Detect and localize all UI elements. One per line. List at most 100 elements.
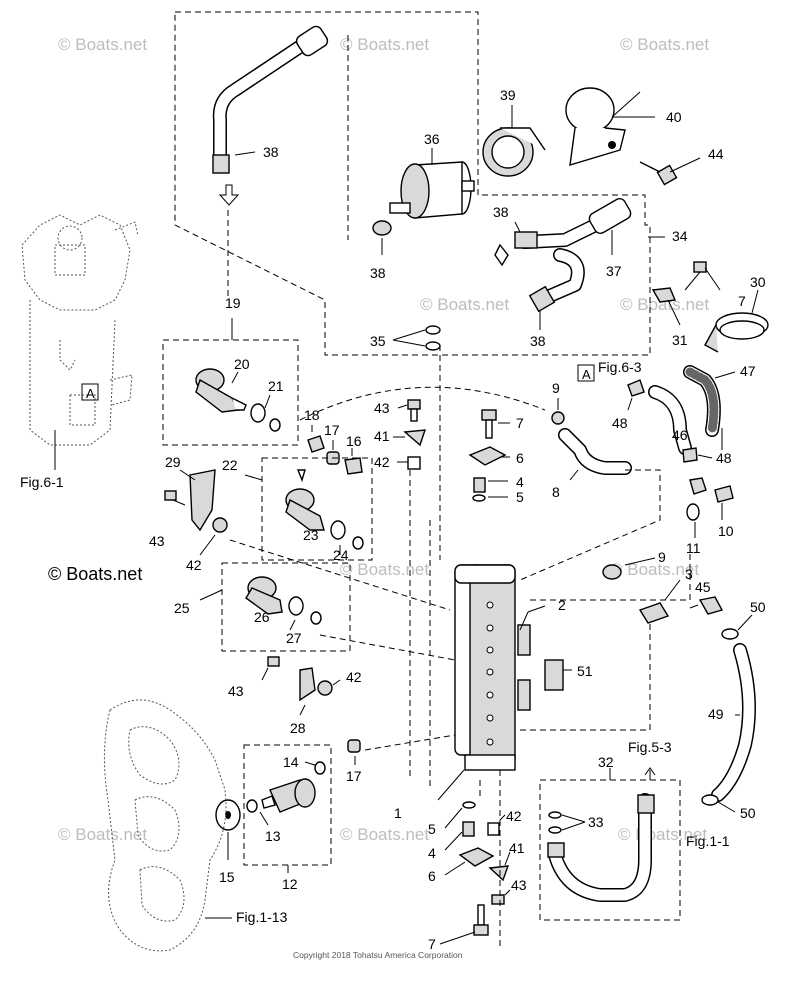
washer-35 <box>425 341 441 351</box>
part-label-27[interactable]: 27 <box>286 630 302 646</box>
part-label-20[interactable]: 20 <box>234 356 250 372</box>
part-label-45[interactable]: 45 <box>695 579 711 595</box>
part-label-38[interactable]: 38 <box>530 333 546 349</box>
part-label-42[interactable]: 42 <box>186 557 202 573</box>
part-label-6[interactable]: 6 <box>428 868 436 884</box>
part-label-29[interactable]: 29 <box>165 454 181 470</box>
part-label-50[interactable]: 50 <box>750 599 766 615</box>
part-label-11[interactable]: 11 <box>686 540 701 556</box>
part-label-41[interactable]: 41 <box>509 840 525 856</box>
part-label-3[interactable]: 3 <box>685 566 693 582</box>
bracket-29 <box>189 469 216 532</box>
part-label-5[interactable]: 5 <box>428 821 436 837</box>
part-label-17[interactable]: 17 <box>324 422 340 438</box>
part-label-16[interactable]: 16 <box>346 433 362 449</box>
part-label-40[interactable]: 40 <box>666 109 682 125</box>
part-label-43[interactable]: 43 <box>228 683 244 699</box>
part-label-42[interactable]: 42 <box>346 669 362 685</box>
hose-fitting <box>212 154 230 174</box>
part-label-22[interactable]: 22 <box>222 457 238 473</box>
fig-1-13-engine <box>103 699 227 952</box>
part-label-44[interactable]: 44 <box>708 146 724 162</box>
part-label-38[interactable]: 38 <box>370 265 386 281</box>
washer-5 <box>462 801 476 809</box>
elbow-fitting <box>689 477 707 495</box>
part-label-23[interactable]: 23 <box>303 527 319 543</box>
part-label-43[interactable]: 43 <box>511 877 527 893</box>
part-label-26[interactable]: 26 <box>254 609 270 625</box>
part-label-5[interactable]: 5 <box>516 489 524 505</box>
part-label-48[interactable]: 48 <box>612 415 628 431</box>
rubber-ring-39 <box>482 127 546 177</box>
part-label-31[interactable]: 31 <box>672 332 688 348</box>
part-label-24[interactable]: 24 <box>333 547 349 563</box>
part-label-38[interactable]: 38 <box>263 144 279 160</box>
part-label-51[interactable]: 51 <box>577 663 593 679</box>
o-ring-24 <box>330 520 346 540</box>
part-label-49[interactable]: 49 <box>708 706 724 722</box>
part-label-28[interactable]: 28 <box>290 720 306 736</box>
fig-5-3-ref[interactable]: Fig.5-3 <box>628 739 672 755</box>
part-label-34[interactable]: 34 <box>672 228 688 244</box>
fig-1-13-ref[interactable]: Fig.1-13 <box>236 909 288 925</box>
part-label-41[interactable]: 41 <box>374 428 390 444</box>
bolt-43-top <box>407 399 421 422</box>
part-label-15[interactable]: 15 <box>219 869 235 885</box>
part-label-43[interactable]: 43 <box>149 533 165 549</box>
spacer-17 <box>347 739 361 753</box>
part-label-12[interactable]: 12 <box>282 876 298 892</box>
grommet-4 <box>473 477 486 493</box>
part-label-35[interactable]: 35 <box>370 333 386 349</box>
part-label-18[interactable]: 18 <box>304 407 320 423</box>
injector-20 <box>195 368 247 413</box>
part-label-43[interactable]: 43 <box>374 400 390 416</box>
bolt-7-lower <box>473 904 489 936</box>
part-label-47[interactable]: 47 <box>740 363 756 379</box>
part-label-19[interactable]: 19 <box>225 295 241 311</box>
washer-33 <box>548 826 562 834</box>
part-label-1[interactable]: 1 <box>394 805 402 821</box>
filter-group-frame <box>174 11 651 356</box>
part-label-37[interactable]: 37 <box>606 263 622 279</box>
part-label-6[interactable]: 6 <box>516 450 524 466</box>
hose-37 <box>588 197 632 235</box>
part-label-48[interactable]: 48 <box>716 450 732 466</box>
fuel-rail-1 <box>454 564 531 771</box>
part-label-4[interactable]: 4 <box>516 474 524 490</box>
washer-33 <box>548 811 562 819</box>
part-label-32[interactable]: 32 <box>598 754 614 770</box>
box-22 <box>261 457 373 561</box>
hose-end <box>637 794 655 814</box>
part-label-38[interactable]: 38 <box>493 204 509 220</box>
part-label-10[interactable]: 10 <box>718 523 734 539</box>
part-label-50[interactable]: 50 <box>740 805 756 821</box>
part-label-7[interactable]: 7 <box>516 415 524 431</box>
part-label-4[interactable]: 4 <box>428 845 436 861</box>
fig-1-1-ref[interactable]: Fig.1-1 <box>686 833 730 849</box>
part-label-7[interactable]: 7 <box>428 936 436 952</box>
part-label-2[interactable]: 2 <box>558 597 566 613</box>
part-label-21[interactable]: 21 <box>268 378 284 394</box>
washer-11 <box>686 503 700 521</box>
part-label-25[interactable]: 25 <box>174 600 190 616</box>
part-label-13[interactable]: 13 <box>265 828 281 844</box>
clip-38 <box>372 220 392 236</box>
part-label-30[interactable]: 30 <box>750 274 766 290</box>
part-label-7[interactable]: 7 <box>738 293 746 309</box>
part-label-9[interactable]: 9 <box>658 549 666 565</box>
plate-6 <box>458 847 495 867</box>
part-label-36[interactable]: 36 <box>424 131 440 147</box>
fig-6-3-ref[interactable]: Fig.6-3 <box>598 359 642 375</box>
part-label-42[interactable]: 42 <box>506 808 522 824</box>
part-label-14[interactable]: 14 <box>283 754 299 770</box>
part-label-46[interactable]: 46 <box>672 427 688 443</box>
part-label-42[interactable]: 42 <box>374 454 390 470</box>
part-label-39[interactable]: 39 <box>500 87 516 103</box>
part-label-17[interactable]: 17 <box>346 768 362 784</box>
part-label-8[interactable]: 8 <box>552 484 560 500</box>
part-label-9[interactable]: 9 <box>552 380 560 396</box>
fig-6-1-ref[interactable]: Fig.6-1 <box>20 474 64 490</box>
part-label-33[interactable]: 33 <box>588 814 604 830</box>
